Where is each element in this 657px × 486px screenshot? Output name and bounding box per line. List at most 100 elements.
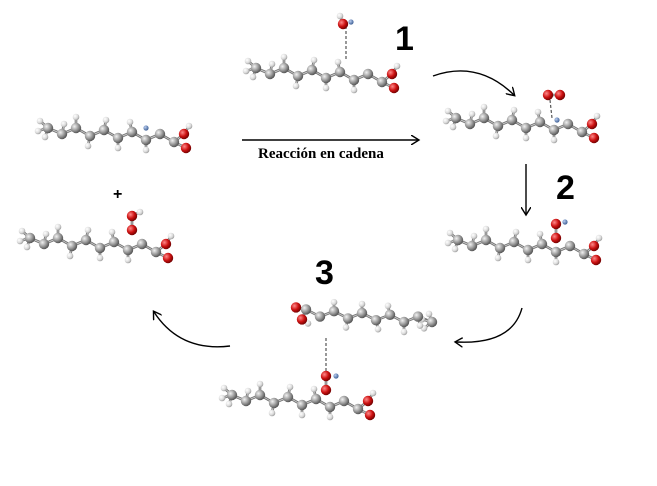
hydrogen-atom — [342, 324, 350, 331]
hydrogen-atom — [374, 325, 382, 333]
carbon-atom — [122, 244, 134, 256]
carbon-atom — [520, 122, 532, 134]
carbon-atom — [94, 242, 106, 254]
oxygen-atom — [550, 218, 562, 230]
hydrogen-atom — [393, 62, 401, 70]
hydrogen-atom — [595, 234, 603, 242]
carbon-atom — [154, 128, 166, 140]
carbon-atom — [352, 403, 364, 415]
carbon-atom — [348, 74, 360, 86]
carbon-atom — [282, 391, 294, 403]
hydrogen-atom — [225, 400, 233, 408]
hydrogen-atom — [72, 113, 80, 121]
carbon-atom — [426, 316, 438, 328]
carbon-atom — [112, 132, 124, 144]
lipid-hydroperoxide-atoms — [16, 223, 175, 264]
hydrogen-atom — [534, 108, 542, 116]
carbon-atom — [268, 397, 280, 409]
hydrogen-atom — [136, 208, 144, 216]
hydrogen-atom — [384, 302, 392, 310]
carbon-atom — [226, 389, 238, 401]
hydrogen-atom — [41, 133, 49, 141]
oxygen-atom — [550, 232, 562, 244]
hydroperoxide-oxygens — [126, 208, 144, 236]
oxygen-atom — [386, 68, 398, 80]
carbon-atom — [522, 244, 534, 256]
hydrogen-atom — [510, 106, 518, 114]
lipid-peroxyl-radical — [444, 225, 603, 266]
hydrogen-atom — [330, 298, 338, 306]
oxygen-atom — [160, 238, 172, 250]
hydrogen-atom — [470, 232, 478, 240]
carbon-atom — [66, 240, 78, 252]
carbon-atom — [450, 112, 462, 124]
radical-center-left — [143, 125, 149, 131]
hydrogen-atom — [400, 328, 408, 336]
dioxygen-molecule-atoms — [542, 89, 566, 101]
hydrogen-atom — [108, 228, 116, 236]
hydrogen-atom — [268, 409, 276, 417]
carbon-atom — [150, 246, 162, 258]
hydroxyl-radical — [336, 12, 354, 30]
hydrogen-atom — [336, 12, 344, 20]
carbon-atom — [564, 240, 576, 252]
carbon-atom — [576, 126, 588, 138]
carbon-atom — [24, 232, 36, 244]
hydrogen-atom — [126, 118, 134, 126]
lipid-radical-with-oxygen — [442, 103, 601, 144]
carbon-atom — [334, 66, 346, 78]
hydrogen-atom — [492, 132, 500, 140]
hydrogen-atom — [96, 254, 104, 262]
hydrogen-atom — [102, 116, 110, 124]
lipid-peroxyl-radical-atoms — [444, 225, 603, 266]
step-label-1: 1 — [395, 20, 414, 58]
radical-center-top-right — [554, 117, 560, 123]
lipid-peroxyl-lower-atoms — [218, 380, 377, 421]
hydrogen-atom — [242, 67, 250, 75]
carbon-atom — [384, 309, 396, 320]
hydrogen-atom — [444, 107, 452, 115]
carbon-atom — [264, 68, 276, 80]
lipid-radical-with-oxygen-atoms — [442, 103, 601, 144]
oxygen-atom — [588, 132, 600, 144]
lipid-with-hydroxyl-radical — [242, 53, 401, 94]
dioxygen-molecule — [542, 89, 566, 101]
radical-marker — [333, 373, 339, 379]
hydrogen-atom — [218, 394, 226, 402]
plus-sign: + — [113, 186, 123, 203]
oxygen-atom — [162, 252, 174, 264]
hydrogen-atom — [167, 232, 175, 240]
carbon-atom — [300, 304, 312, 315]
carbon-atom — [306, 64, 318, 76]
carbon-atom — [38, 238, 50, 250]
hydrogen-atom — [124, 256, 132, 264]
hydrogen-atom — [286, 383, 294, 391]
peroxyl-oxygens-right — [550, 218, 568, 244]
hydrogen-atom — [249, 73, 257, 81]
hydrogen-atom — [18, 227, 26, 235]
oxygen-atom — [590, 254, 602, 266]
carbon-atom — [314, 311, 326, 322]
peroxyl-oxygens-right-atoms — [550, 218, 568, 244]
hydrogen-atom — [298, 411, 306, 419]
carbon-atom — [70, 122, 82, 134]
hydrogen-atom — [326, 413, 334, 421]
oxygen-atom — [362, 395, 374, 407]
carbon-atom — [452, 234, 464, 246]
hydrogen-atom — [480, 103, 488, 111]
curved-arrow-step-3-out — [154, 312, 231, 348]
hydrogen-atom — [536, 230, 544, 238]
carbon-atom — [342, 313, 354, 324]
radical-center-left-atoms — [143, 125, 149, 131]
carbon-atom — [398, 316, 410, 328]
step-label-2: 2 — [556, 169, 575, 207]
carbon-atom — [168, 136, 180, 148]
lipid-peroxyl-lower — [218, 380, 377, 421]
carbon-atom — [52, 232, 64, 244]
hydrogen-atom — [446, 229, 454, 237]
lipid-radical-product — [34, 113, 193, 154]
oxygen-atom — [296, 314, 308, 325]
hydrogen-atom — [84, 226, 92, 234]
carbon-atom — [80, 234, 92, 246]
hydrogen-atom — [310, 385, 318, 393]
